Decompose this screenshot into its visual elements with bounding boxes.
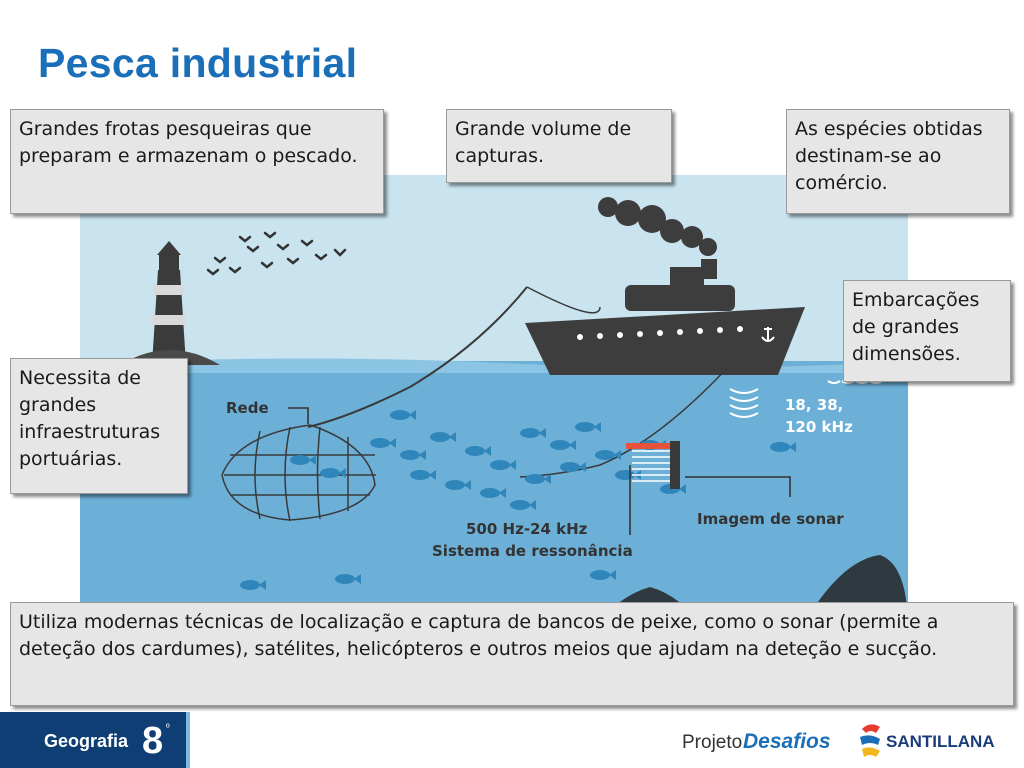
industrial-fishing-illustration: Rede 18, 38, 120 kHz Imagem de sonar 500… — [80, 175, 908, 630]
lighthouse-icon — [120, 241, 220, 365]
tow-line — [307, 286, 528, 428]
project-prefix: Projeto — [682, 732, 743, 753]
sonar-device — [626, 441, 680, 489]
callout-vessels: Embarcações de grandes dimensões. — [843, 280, 1011, 382]
birds-icon — [206, 231, 347, 276]
sonar-image-label: Imagem de sonar — [697, 510, 844, 528]
footer-degree-mark: º — [166, 723, 170, 734]
frequency-label-line2: 120 kHz — [785, 418, 853, 436]
publisher-logo: SANTILLANA — [886, 732, 995, 751]
fishing-net-icon — [221, 424, 376, 522]
net-label: Rede — [226, 399, 269, 417]
tow-line — [519, 364, 731, 478]
project-name-logo: Desafios — [743, 730, 831, 753]
footer-grade: 8 — [142, 720, 164, 762]
footer-separator — [186, 712, 190, 768]
slide-title: Pesca industrial — [38, 40, 358, 86]
resonance-frequency-label: 500 Hz-24 kHz — [466, 520, 588, 538]
callout-volume: Grande volume de capturas. — [446, 109, 672, 183]
frequency-label-line1: 18, 38, — [785, 396, 843, 414]
callout-infrastructure: Necessita de grandes infraestruturas por… — [10, 358, 188, 494]
callout-fleets: Grandes frotas pesqueiras que preparam e… — [10, 109, 384, 214]
santillana-logo-icon — [860, 724, 880, 757]
anchor-icon — [761, 327, 775, 342]
callout-commerce: As espécies obtidas destinam-se ao comér… — [786, 109, 1010, 214]
footer: Geografia 8 º Projeto Desafios SANTILLAN… — [0, 712, 1024, 768]
footer-subject: Geografia — [44, 731, 129, 751]
footer-subject-bar: Geografia 8 º — [0, 712, 190, 768]
callout-techniques: Utiliza modernas técnicas de localização… — [10, 602, 1014, 706]
fishing-ship-icon — [525, 197, 805, 375]
smoke-icon — [598, 197, 717, 256]
resonance-system-label: Sistema de ressonância — [432, 542, 633, 560]
